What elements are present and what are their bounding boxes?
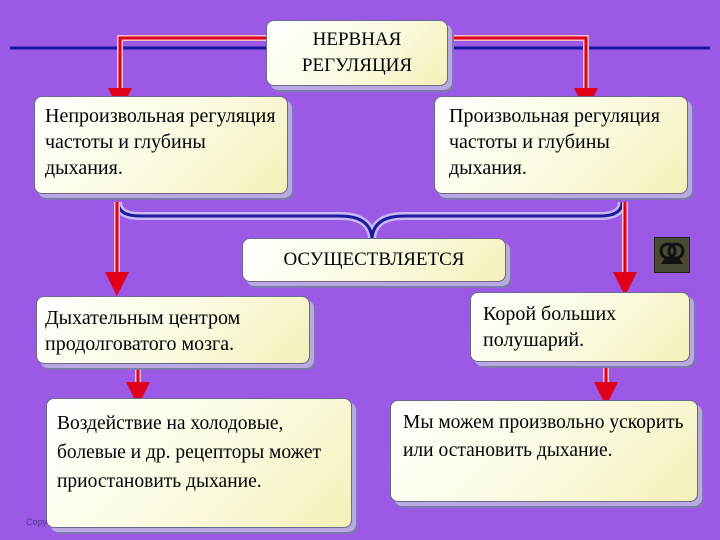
involuntary-box: Непроизвольная регуляция частоты и глуби…: [34, 96, 288, 194]
title-line-2: РЕГУЛЯЦИЯ: [301, 55, 413, 76]
receptors-box: Воздействие на холодовые, болевые и др. …: [46, 398, 352, 528]
involuntary-text: Непроизвольная регуляция частоты и глуби…: [45, 105, 276, 179]
control-icon-glyph: [659, 242, 685, 264]
implements-box: ОСУЩЕСТВЛЯЕТСЯ: [242, 238, 506, 282]
can-stop-text: Мы можем произвольно ускорить или остано…: [403, 412, 684, 461]
left-top-arrow: [108, 36, 268, 112]
copyright-text: Copy: [26, 517, 48, 527]
can-stop-box: Мы можем произвольно ускорить или остано…: [390, 400, 698, 502]
voluntary-box: Произвольная регуляция частоты и глубины…: [434, 96, 688, 194]
right-top-arrow: [448, 36, 598, 112]
resp-center-text: Дыхательным центром продолговатого мозга…: [45, 307, 241, 355]
voluntary-text: Произвольная регуляция частоты и глубины…: [449, 105, 660, 179]
receptors-text: Воздействие на холодовые, болевые и др. …: [57, 413, 322, 492]
title-line-1: НЕРВНАЯ: [312, 29, 402, 50]
control-icon[interactable]: [654, 237, 690, 273]
resp-center-box: Дыхательным центром продолговатого мозга…: [36, 296, 310, 364]
implements-text: ОСУЩЕСТВЛЯЕТСЯ: [283, 249, 465, 270]
title-box: НЕРВНАЯ РЕГУЛЯЦИЯ: [266, 20, 448, 86]
cortex-text: Корой больших полушарий.: [483, 303, 617, 351]
cortex-box: Корой больших полушарий.: [470, 292, 690, 362]
